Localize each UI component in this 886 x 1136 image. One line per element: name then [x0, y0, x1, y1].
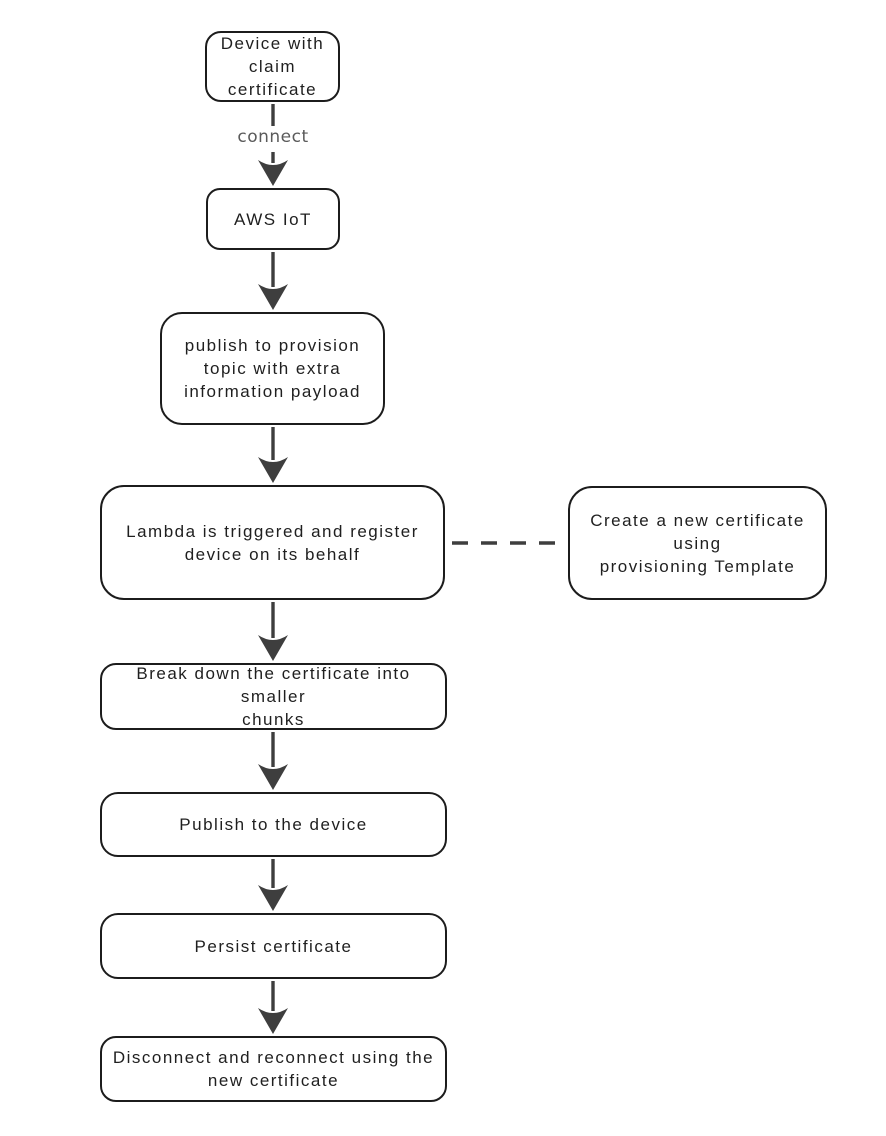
edge-device-to-aws-iot	[258, 104, 288, 186]
node-disconnect: Disconnect and reconnect using the new c…	[100, 1036, 447, 1102]
node-publish-device: Publish to the device	[100, 792, 447, 857]
arrowhead-icon	[258, 1008, 288, 1034]
node-label: AWS IoT	[234, 209, 312, 229]
edge-publish-topic-to-lambda	[258, 427, 288, 483]
node-label: Publish to the device	[179, 815, 368, 834]
arrowhead-icon	[258, 457, 288, 483]
node-label: Create a new certificate using provision…	[590, 510, 805, 576]
arrowhead-icon	[258, 160, 288, 186]
arrowhead-icon	[258, 885, 288, 911]
edge-lambda-to-break-down	[258, 602, 288, 661]
node-label: publish to provision topic with extra in…	[184, 336, 361, 401]
edge-persist-to-disconnect	[258, 981, 288, 1034]
arrowhead-icon	[258, 635, 288, 661]
edge-publish-device-to-persist	[258, 859, 288, 911]
edge-aws-iot-to-publish-topic	[258, 252, 288, 310]
arrowhead-icon	[258, 764, 288, 790]
node-persist: Persist certificate	[100, 913, 447, 979]
node-create-certificate: Create a new certificate using provision…	[568, 486, 827, 600]
arrowhead-icon	[258, 284, 288, 310]
node-break-down: Break down the certificate into smaller …	[100, 663, 447, 730]
edge-label-connect: connect	[237, 127, 309, 147]
node-lambda: Lambda is triggered and register device …	[100, 485, 445, 600]
node-aws-iot: AWS IoT	[206, 188, 340, 250]
node-label: Persist certificate	[194, 936, 353, 956]
node-label: Device with claim certificate	[220, 34, 325, 99]
node-device: Device with claim certificate	[205, 31, 340, 102]
edge-break-down-to-publish-device	[258, 732, 288, 790]
node-label: Lambda is triggered and register device …	[126, 521, 419, 564]
node-label: Break down the certificate into smaller …	[136, 664, 411, 729]
node-label: Disconnect and reconnect using the new c…	[112, 1048, 435, 1090]
node-publish-topic: publish to provision topic with extra in…	[160, 312, 385, 425]
